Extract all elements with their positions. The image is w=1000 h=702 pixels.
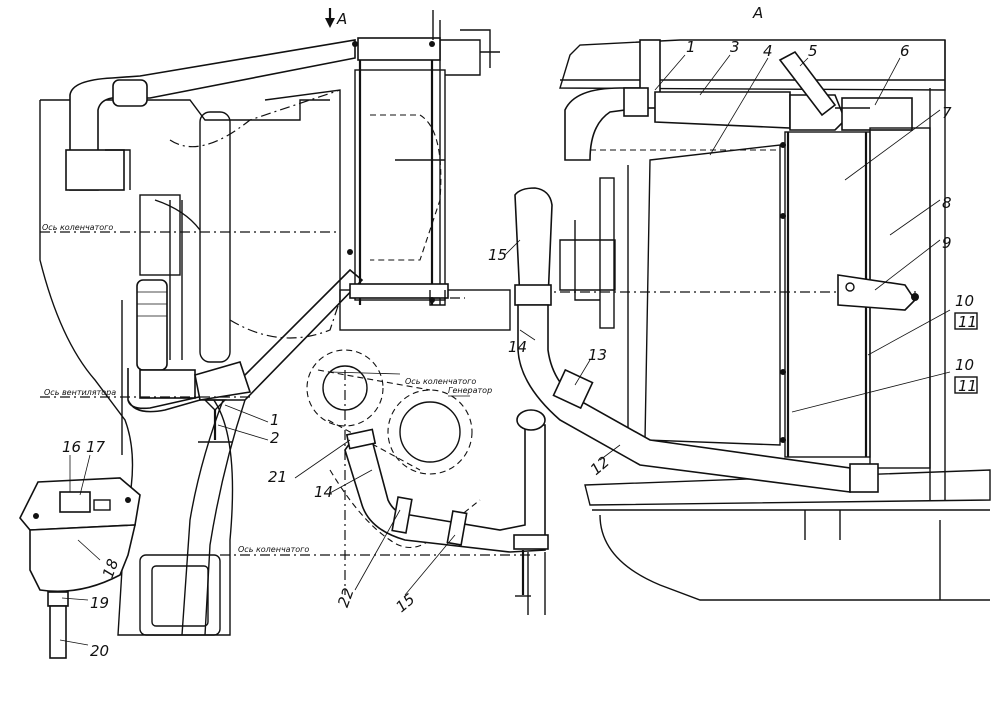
callout-1-right: 1 xyxy=(686,38,696,56)
upper-hose-left xyxy=(69,39,356,191)
axis-label-generator: Генератор xyxy=(448,386,492,395)
fan-hub-right xyxy=(559,239,616,291)
callout-10-top: 10 xyxy=(955,292,974,310)
radiator-side-bottom-tank xyxy=(349,283,449,299)
heater-outlet-pipe xyxy=(49,605,67,659)
callout-18: 18 xyxy=(99,556,122,580)
callout-8: 8 xyxy=(942,194,952,212)
lower-block-inner xyxy=(151,565,209,627)
callout-15-mid: 15 xyxy=(392,590,418,616)
thermostat-housing xyxy=(65,149,125,191)
lower-hose-clamp-13 xyxy=(552,368,594,410)
left-dash-top xyxy=(169,89,341,148)
radiator-shroud-left xyxy=(264,89,341,300)
thermostat-flange xyxy=(105,149,131,190)
lower-hose-elbow xyxy=(139,369,196,399)
view-arrow-label: A xyxy=(336,10,347,28)
mid-dash-contour xyxy=(329,469,481,549)
axis-label-bottom: Ось коленчатого xyxy=(238,545,309,554)
fan-hub-line xyxy=(154,199,201,231)
right-view: A xyxy=(514,4,991,601)
callout-2-left: 2 xyxy=(270,429,280,447)
mid-hose-clamp-top xyxy=(345,428,377,450)
view-arrow-a: A xyxy=(325,8,347,28)
callout-11-bottom-box xyxy=(954,376,978,394)
upper-hose-3 xyxy=(654,91,791,129)
callout-11-top-box xyxy=(954,312,978,330)
upper-elbow-clamp xyxy=(623,87,649,117)
frame-lower xyxy=(599,514,990,601)
callout-21: 21 xyxy=(268,468,287,486)
frame-rail-inner xyxy=(181,394,226,636)
mid-hose-clamp-2 xyxy=(446,510,468,546)
mid-hose-valve-body xyxy=(513,534,549,550)
pump-bellows xyxy=(136,279,168,371)
callout-16: 16 xyxy=(62,438,81,456)
callout-7: 7 xyxy=(942,104,952,122)
radiator-filler-bracket xyxy=(440,39,481,76)
radiator-hidden-edge xyxy=(370,114,442,261)
callout-1-left: 1 xyxy=(270,411,280,429)
callout-5: 5 xyxy=(808,42,818,60)
engine-top-edge xyxy=(40,99,330,121)
radiator-side-body xyxy=(354,69,446,301)
right-inlet-15 xyxy=(514,187,553,301)
callout-11-top: 11 xyxy=(958,313,977,331)
right-clamp-top xyxy=(514,284,552,306)
view-a-label: A xyxy=(752,4,763,22)
mid-hose-top-cap xyxy=(516,409,546,431)
top-tank-6 xyxy=(841,97,913,131)
callout-4: 4 xyxy=(763,42,773,60)
radiator-side-top-tank xyxy=(357,37,441,61)
callout-15-right: 15 xyxy=(488,246,507,264)
callout-12: 12 xyxy=(587,453,613,479)
heater-body xyxy=(29,524,137,593)
upper-hose-coupling xyxy=(112,79,148,107)
fan-pulley xyxy=(139,194,181,276)
lower-hose-coupling xyxy=(194,361,252,401)
callout-9: 9 xyxy=(942,234,952,252)
left-dash-hose-path xyxy=(229,299,341,339)
callout-17: 17 xyxy=(86,438,106,456)
callout-10-bottom: 10 xyxy=(955,356,974,374)
crank-pulley-outer xyxy=(306,349,384,427)
callout-19: 19 xyxy=(90,594,109,612)
side-radiator xyxy=(264,10,511,331)
fan-blade-edge xyxy=(199,111,231,363)
callouts: 1 2 21 14 22 15 16 17 18 19 20 1 3 4 5 6… xyxy=(62,38,978,660)
drain-valve xyxy=(203,399,227,411)
fan-edge-right xyxy=(599,177,615,329)
mid-hose xyxy=(344,424,546,553)
generator-inner xyxy=(399,401,461,463)
leader-lines xyxy=(59,54,951,646)
callout-13: 13 xyxy=(588,346,607,364)
shroud-4 xyxy=(644,144,781,446)
middle-view xyxy=(220,349,549,615)
lower-block xyxy=(139,554,221,636)
engine-outline xyxy=(39,100,234,636)
axis-label-left-fan: Ось вентилятора xyxy=(44,388,116,397)
axis-label-mid-crank: Ось коленчатого xyxy=(405,377,476,386)
callout-3: 3 xyxy=(730,38,740,56)
heater-outlet-coupling xyxy=(47,591,69,607)
callout-20: 20 xyxy=(90,642,109,660)
callout-22: 22 xyxy=(334,586,357,610)
callout-6: 6 xyxy=(900,42,910,60)
axis-label-left-crank: Ось коленчатого xyxy=(42,223,113,232)
callout-14-right: 14 xyxy=(508,338,527,356)
callout-11-bottom: 11 xyxy=(958,377,977,395)
mid-hose-clamp-1 xyxy=(391,496,413,534)
heater-valve xyxy=(59,491,91,513)
left-view xyxy=(39,39,364,636)
lower-tank-fitting xyxy=(849,463,879,493)
generator-outline xyxy=(387,389,473,475)
frame-rail-outer xyxy=(204,399,246,636)
heater-unit xyxy=(19,477,141,659)
axis-labels: Ось коленчатого Ось вентилятора Ось коле… xyxy=(42,223,492,554)
callout-14-mid: 14 xyxy=(314,483,333,501)
overflow-tube-5 xyxy=(778,50,837,117)
bracket-9 xyxy=(837,274,917,311)
